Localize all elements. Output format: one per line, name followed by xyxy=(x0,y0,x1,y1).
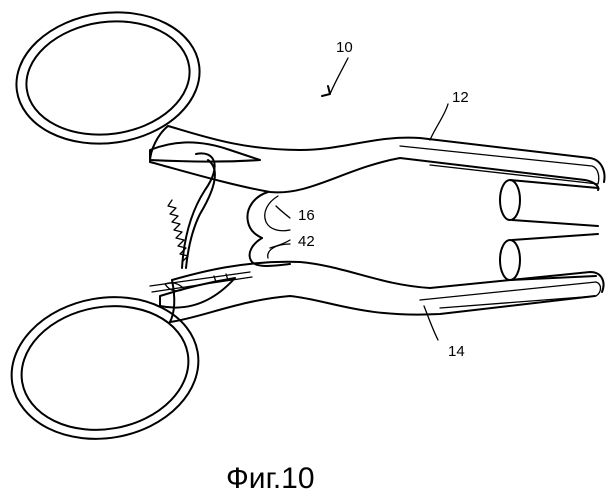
label-ref-14: 14 xyxy=(448,343,465,360)
lower-arm xyxy=(150,262,604,322)
label-ref-10: 10 xyxy=(336,39,353,56)
upper-tube-tip xyxy=(500,180,598,226)
label-ref-42: 42 xyxy=(298,233,315,250)
label-ref-12: 12 xyxy=(452,89,469,106)
label-ref-16: 16 xyxy=(298,207,315,224)
ratchet-arc xyxy=(168,153,215,268)
upper-finger-ring xyxy=(8,1,208,155)
hinge-region xyxy=(247,192,290,266)
figure-caption: Фиг.10 xyxy=(226,462,315,495)
